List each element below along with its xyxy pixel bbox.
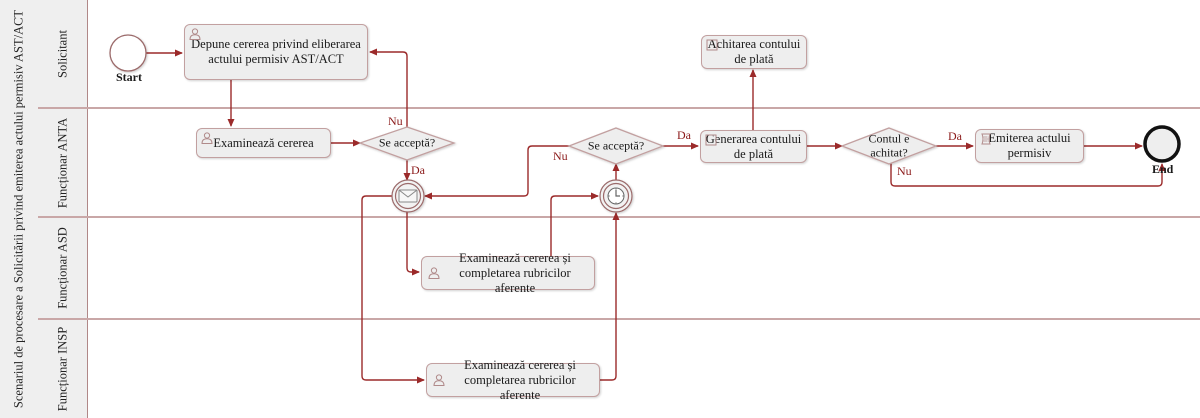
flow-label-yes: Da xyxy=(411,163,425,177)
clock-icon xyxy=(607,187,625,205)
sequence-flow xyxy=(361,195,425,384)
sequence-flow xyxy=(406,211,420,276)
flow-label-no: Nu xyxy=(388,114,403,128)
gateway-se-accepta-1 xyxy=(358,126,456,161)
task-generarea-contului[interactable]: Generarea contului de plată xyxy=(700,130,807,163)
sequence-flow xyxy=(600,212,620,381)
user-icon xyxy=(201,132,213,144)
gateway-label-line2: achitat? xyxy=(870,145,908,160)
start-event xyxy=(109,34,147,72)
gateway-label-line1: Contul e xyxy=(868,131,910,146)
task-label: Generarea contului de plată xyxy=(705,131,802,161)
flow-label-yes: Da xyxy=(948,129,962,143)
flow-label-yes: Da xyxy=(677,128,691,142)
sequence-flow xyxy=(890,163,1166,187)
task-label: Depune cererea privind eliberarea actulu… xyxy=(191,37,361,66)
sequence-flow xyxy=(369,48,408,127)
task-label: Achitarea contului de plată xyxy=(707,37,801,66)
task-label: Examinează cererea și completarea rubric… xyxy=(464,357,576,402)
task-label: Examinează cererea xyxy=(213,135,314,150)
task-insp-examineaza[interactable]: Examinează cererea și completarea rubric… xyxy=(426,358,600,402)
gateway-label: Se acceptă? xyxy=(378,135,436,150)
lane-header-insp: Funcționar INSP xyxy=(38,319,88,418)
task-asd-examineaza[interactable]: Examinează cererea și completarea rubric… xyxy=(421,251,595,295)
task-label: Emiterea actului permisiv xyxy=(988,131,1071,160)
start-event-label: Start xyxy=(116,70,142,84)
gateway-contul-achitat xyxy=(840,127,938,165)
lane-header-asd: Funcționar ASD xyxy=(38,217,88,319)
lane-header-anta: Funcționar ANTA xyxy=(38,108,88,217)
task-label: Examinează cererea și completarea rubric… xyxy=(459,250,571,295)
task-depune-cererea[interactable]: Depune cererea privind eliberarea actulu… xyxy=(184,24,368,80)
gateway-label: Se acceptă? xyxy=(587,138,645,153)
user-icon xyxy=(428,267,440,279)
task-examineaza-cererea[interactable]: Examinează cererea xyxy=(196,128,331,158)
script-icon xyxy=(981,133,991,145)
manual-task-icon xyxy=(705,134,717,146)
sequence-flow xyxy=(424,145,569,200)
task-emiterea-actului[interactable]: Emiterea actului permisiv xyxy=(975,129,1084,163)
end-event-label: End xyxy=(1152,162,1174,176)
user-icon xyxy=(189,28,201,40)
gateway-se-accepta-2 xyxy=(567,127,665,165)
flow-label-no: Nu xyxy=(553,149,568,163)
lane-divider xyxy=(38,107,1200,109)
end-event xyxy=(1143,125,1181,163)
task-achitarea-contului[interactable]: Achitarea contului de plată xyxy=(701,35,807,69)
lane-divider xyxy=(38,318,1200,320)
flow-label-no: Nu xyxy=(897,164,912,178)
manual-task-icon xyxy=(706,39,718,51)
user-icon xyxy=(433,374,445,386)
lane-header-solicitant: Solicitant xyxy=(38,0,88,108)
envelope-icon xyxy=(398,189,418,203)
sequence-flow xyxy=(550,192,599,256)
